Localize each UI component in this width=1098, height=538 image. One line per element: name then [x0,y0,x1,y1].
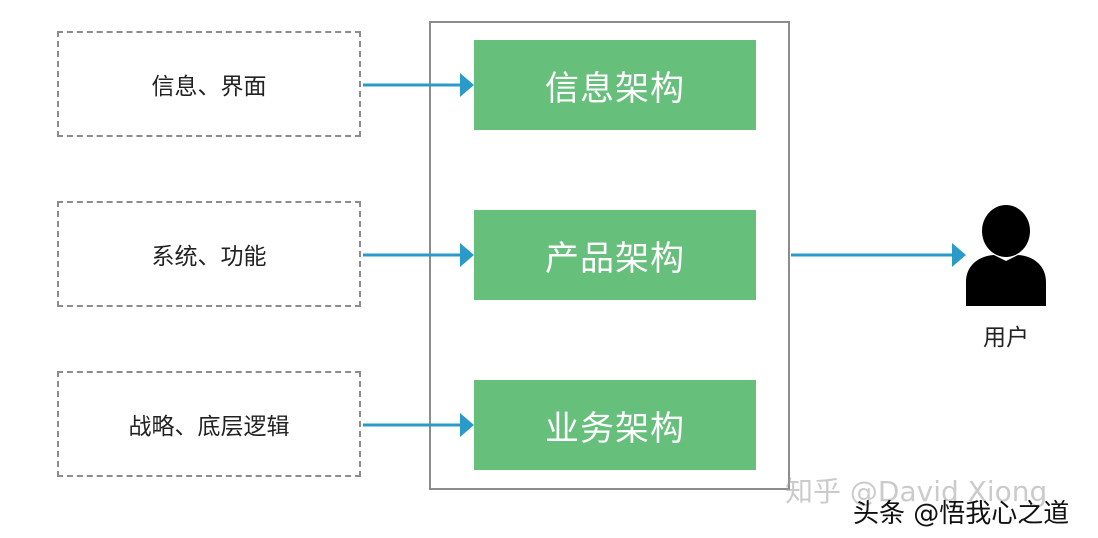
arch-label: 业务架构 [545,408,685,449]
arrow-info [363,73,474,97]
user-label: 用户 [983,325,1029,351]
input-label: 战略、底层逻辑 [128,414,290,440]
watermark-toutiao: 头条 @悟我心之道 [853,499,1070,529]
watermark-zhihu: 知乎 @David Xiong [785,475,1048,508]
arrow-business [363,413,474,437]
arch-label: 产品架构 [545,238,685,279]
input-box-system-function: 系统、功能 [57,201,361,307]
input-label: 信息、界面 [151,74,267,100]
arrow-to-user [791,243,966,267]
arch-box-information: 信息架构 [474,40,756,130]
arch-box-product: 产品架构 [474,210,756,300]
input-box-strategy-logic: 战略、底层逻辑 [57,371,361,477]
arrow-product [363,243,474,267]
arch-box-business: 业务架构 [474,380,756,470]
input-box-info-interface: 信息、界面 [57,31,361,137]
arch-label: 信息架构 [545,68,685,109]
user-icon [966,205,1046,306]
input-label: 系统、功能 [151,244,267,270]
